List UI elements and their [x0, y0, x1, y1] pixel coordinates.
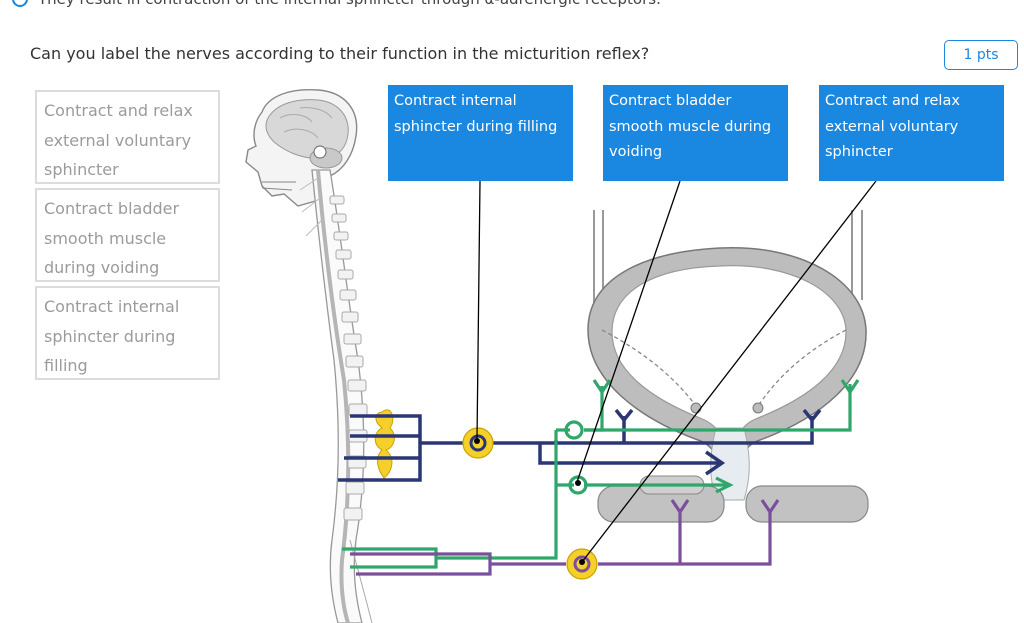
question-prompt: Can you label the nerves according to th… [30, 44, 650, 63]
leader-line-internal-sphincter [476, 180, 481, 441]
previous-answer-option[interactable]: They result in contraction of the intern… [12, 0, 661, 10]
leader-endpoints [474, 438, 585, 565]
spine-illustration [299, 169, 373, 623]
bladder-illustration [587, 210, 869, 523]
drop-target-bladder-smooth-muscle[interactable]: Contract bladder smooth muscle during vo… [603, 85, 788, 181]
label-leader-lines [476, 180, 877, 563]
answer-bank-item-internal-sphincter[interactable]: Contract internal sphincter during filli… [35, 286, 220, 380]
points-badge: 1 pts [944, 40, 1018, 70]
answer-bank-item-external-sphincter[interactable]: Contract and relax external voluntary sp… [35, 90, 220, 184]
drop-target-internal-sphincter[interactable]: Contract internal sphincter during filli… [388, 85, 573, 181]
somatic-nerve [350, 499, 780, 576]
parasympathetic-nerve [342, 379, 860, 569]
leader-line-bladder-smooth-muscle [576, 180, 681, 483]
drop-target-external-sphincter[interactable]: Contract and relax external voluntary sp… [819, 85, 1004, 181]
answer-bank-item-bladder-smooth-muscle[interactable]: Contract bladder smooth muscle during vo… [35, 188, 220, 282]
previous-answer-text: They result in contraction of the intern… [38, 0, 661, 8]
sympathetic-chain-ganglia [374, 409, 395, 479]
leader-line-external-sphincter [581, 180, 877, 563]
